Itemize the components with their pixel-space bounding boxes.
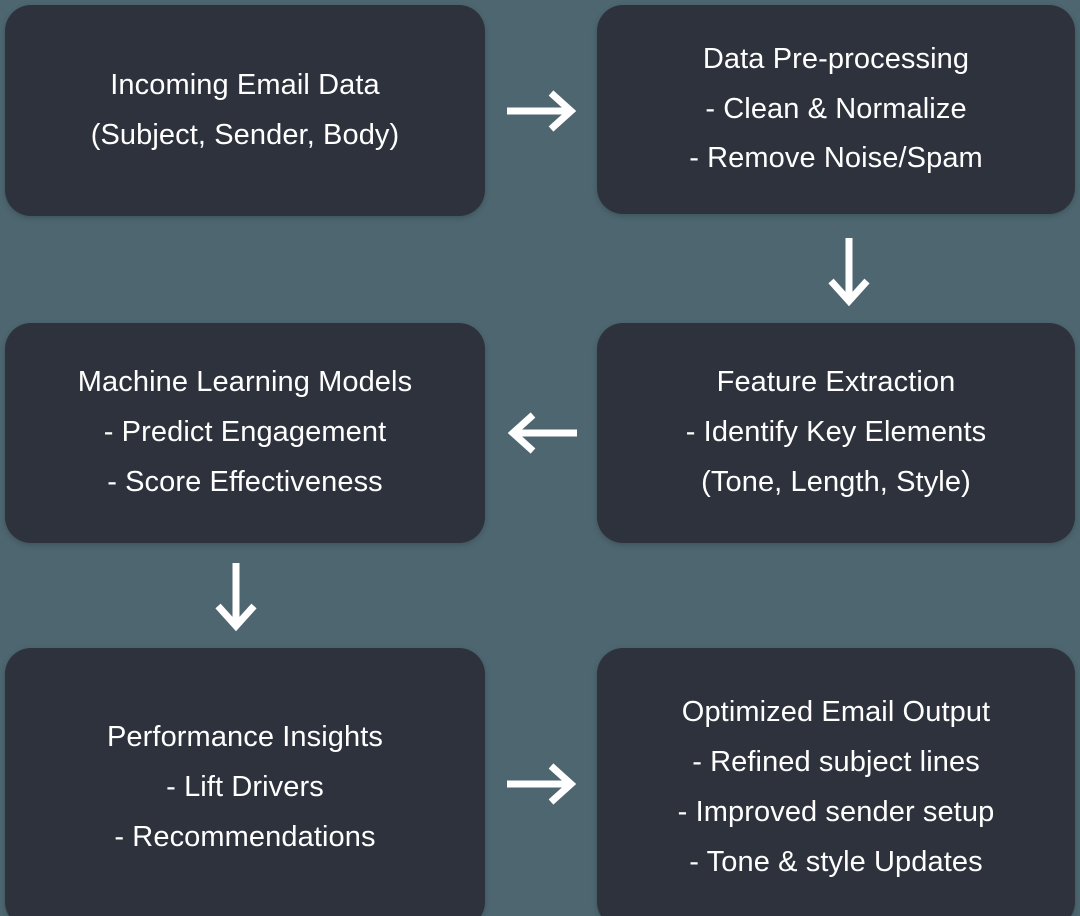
node-line: Feature Extraction <box>716 366 956 399</box>
node-machine-learning-models[interactable]: Machine Learning Models - Predict Engage… <box>5 323 485 543</box>
node-line: - Clean & Normalize <box>705 92 967 125</box>
arrow-right-icon <box>505 88 579 134</box>
arrow-right-icon <box>505 761 579 807</box>
node-performance-insights[interactable]: Performance Insights - Lift Drivers - Re… <box>5 648 485 916</box>
node-incoming-email-data[interactable]: Incoming Email Data (Subject, Sender, Bo… <box>5 5 485 216</box>
arrow-down-icon <box>213 561 259 633</box>
arrow-left-icon <box>505 410 579 456</box>
node-line: - Improved sender setup <box>677 796 995 828</box>
node-feature-extraction[interactable]: Feature Extraction - Identify Key Elemen… <box>597 323 1075 543</box>
node-line: Data Pre-processing <box>702 42 970 75</box>
node-line: (Tone, Length, Style) <box>701 465 971 498</box>
node-line: (Subject, Sender, Body) <box>90 118 400 151</box>
node-line: - Tone & style Updates <box>689 845 983 878</box>
node-optimized-email-output[interactable]: Optimized Email Output - Refined subject… <box>597 648 1075 916</box>
node-line: - Remove Noise/Spam <box>689 142 983 175</box>
node-data-pre-processing[interactable]: Data Pre-processing - Clean & Normalize … <box>597 5 1075 214</box>
node-line: - Lift Drivers <box>166 771 324 804</box>
node-line: - Predict Engagement <box>103 416 387 449</box>
node-line: - Refined subject lines <box>692 746 980 779</box>
node-line: - Recommendations <box>114 820 376 853</box>
node-line: Performance Insights <box>106 721 383 754</box>
node-line: Incoming Email Data <box>110 68 380 101</box>
node-line: - Score Effectiveness <box>107 465 383 498</box>
node-line: - Identify Key Elements <box>685 416 987 449</box>
node-line: Optimized Email Output <box>681 696 991 729</box>
node-line: Machine Learning Models <box>77 366 413 399</box>
arrow-down-icon <box>826 236 872 308</box>
